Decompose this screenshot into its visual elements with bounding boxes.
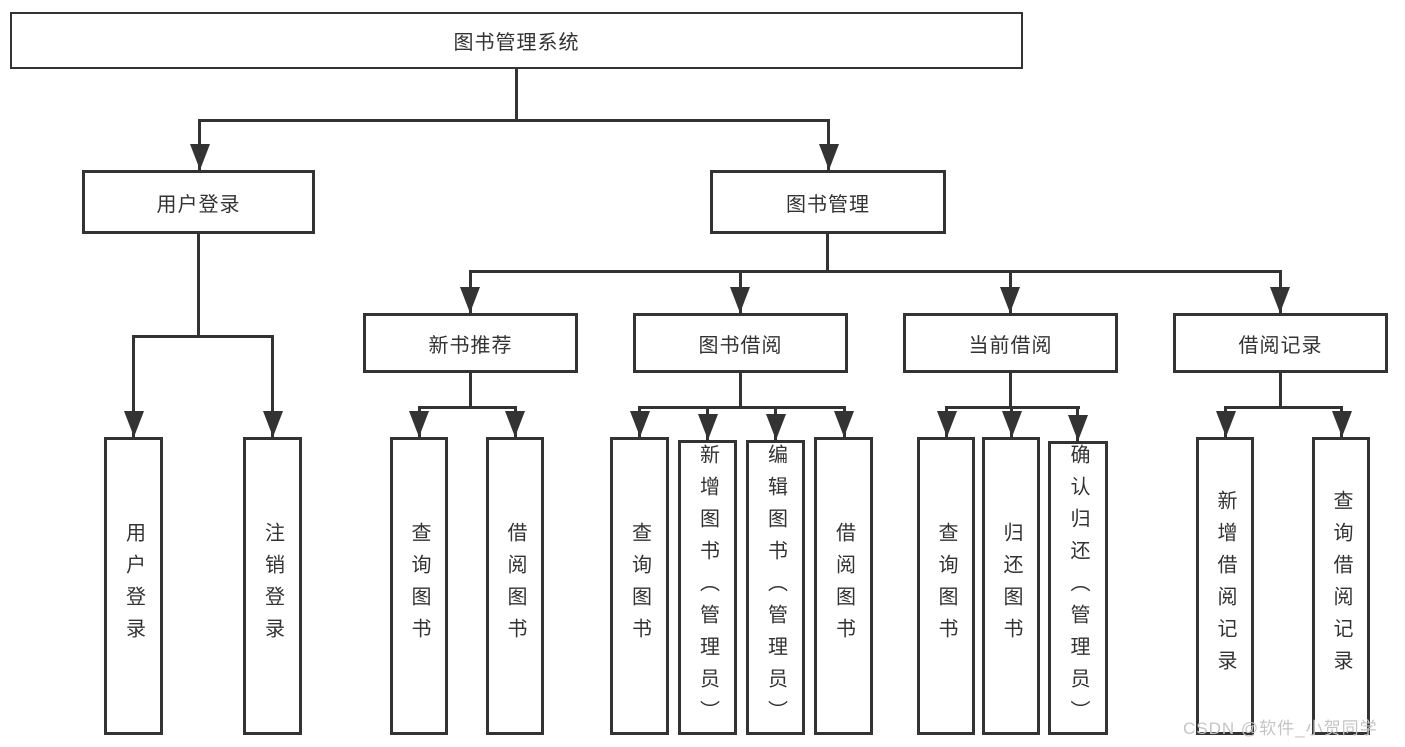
arrow-down-icon [190, 144, 210, 170]
connector-line [271, 335, 274, 437]
node-label: 用户登录 [122, 522, 145, 650]
leaf-borrow-books-2: 借阅图书 [814, 437, 873, 735]
leaf-add-book-admin: 新增图书（管理员） [678, 440, 737, 735]
leaf-logout: 注销登录 [243, 437, 302, 735]
connector-line [826, 234, 829, 272]
node-label: 借阅图书 [832, 522, 855, 650]
connector-line [469, 270, 1282, 273]
leaf-return-book: 归还图书 [982, 437, 1040, 735]
node-label: 借阅记录 [1238, 334, 1323, 357]
connector-line [198, 119, 830, 122]
arrow-down-icon [1332, 411, 1352, 437]
arrow-down-icon [460, 287, 480, 313]
node-label: 查询图书 [935, 522, 957, 650]
arrow-down-icon [730, 287, 750, 313]
node-label: 注销登录 [261, 522, 284, 650]
node-book-management: 图书管理 [710, 170, 946, 234]
arrow-down-icon [124, 411, 144, 437]
node-label: 归还图书 [1000, 522, 1022, 650]
connector-line [469, 373, 472, 409]
node-label: 确认归还（管理员） [1067, 444, 1089, 732]
node-current-borrowing: 当前借阅 [903, 313, 1118, 373]
leaf-confirm-return-admin: 确认归还（管理员） [1048, 441, 1108, 735]
leaf-query-borrow-record: 查询借阅记录 [1312, 437, 1370, 735]
node-library-management-system: 图书管理系统 [10, 12, 1023, 69]
node-book-borrowing: 图书借阅 [633, 313, 848, 373]
node-label: 新增借阅记录 [1214, 490, 1236, 682]
arrow-down-icon [1068, 415, 1088, 441]
node-label: 用户登录 [156, 193, 241, 216]
arrow-down-icon [263, 411, 283, 437]
leaf-query-books-1: 查询图书 [390, 437, 448, 735]
leaf-query-books-2: 查询图书 [610, 437, 669, 735]
watermark: CSDN @软件_小贺同学 [1183, 719, 1378, 738]
arrow-down-icon [1270, 287, 1290, 313]
connector-line [638, 406, 846, 409]
leaf-edit-book-admin: 编辑图书（管理员） [746, 440, 805, 735]
connector-line [132, 335, 274, 338]
node-label: 查询图书 [408, 522, 430, 650]
connector-line [515, 69, 518, 121]
node-label: 图书管理 [786, 193, 870, 216]
leaf-user-login: 用户登录 [104, 437, 163, 735]
connector-line [739, 373, 742, 409]
node-label: 新增图书（管理员） [696, 443, 719, 732]
arrow-down-icon [698, 414, 718, 440]
connector-line [418, 406, 517, 409]
node-user-login: 用户登录 [82, 170, 315, 234]
arrow-down-icon [937, 411, 957, 437]
connector-line [1279, 373, 1282, 409]
arrow-down-icon [766, 414, 786, 440]
arrow-down-icon [409, 411, 429, 437]
node-label: 新书推荐 [428, 334, 513, 357]
arrow-down-icon [834, 411, 854, 437]
leaf-add-borrow-record: 新增借阅记录 [1196, 437, 1254, 735]
node-label: 借阅图书 [504, 522, 526, 650]
arrow-down-icon [505, 411, 525, 437]
connector-line [132, 335, 135, 437]
node-label: 图书借阅 [698, 334, 783, 357]
node-label: 查询借阅记录 [1330, 490, 1352, 682]
node-label: 图书管理系统 [453, 32, 580, 54]
arrow-down-icon [630, 411, 650, 437]
node-label: 当前借阅 [968, 334, 1053, 357]
connector-line [1009, 373, 1012, 409]
connector-line [197, 234, 200, 337]
arrow-down-icon [819, 144, 839, 170]
arrow-down-icon [1002, 411, 1022, 437]
node-borrowing-records: 借阅记录 [1173, 313, 1388, 373]
node-label: 编辑图书（管理员） [764, 443, 787, 732]
arrow-down-icon [1216, 411, 1236, 437]
arrow-down-icon [1000, 287, 1020, 313]
leaf-query-books-3: 查询图书 [917, 437, 975, 735]
node-label: 查询图书 [628, 522, 651, 650]
node-new-book-recommendation: 新书推荐 [363, 313, 578, 373]
connector-line [1224, 406, 1343, 409]
leaf-borrow-books-1: 借阅图书 [486, 437, 544, 735]
